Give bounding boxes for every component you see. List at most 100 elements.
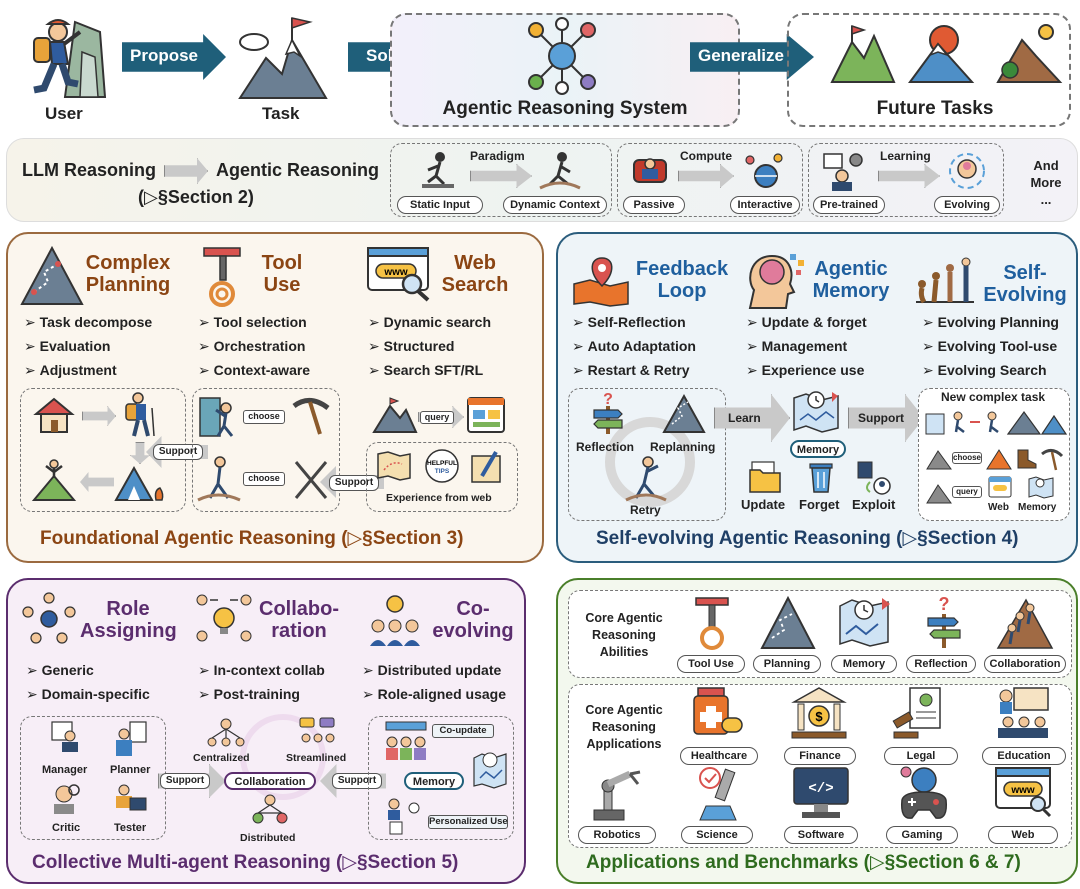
memory-title: Agentic Memory: [806, 258, 896, 302]
tool-item: Orchestration: [198, 334, 310, 358]
role-item: Generic: [26, 658, 150, 682]
ability-tooluse-pill: Tool Use: [677, 655, 745, 673]
foundational-section-title: Foundational Agentic Reasoning (▷§Sectio…: [40, 528, 464, 549]
small-memory-icon: [1028, 476, 1054, 499]
collab-title: Collabo- ration: [254, 598, 344, 642]
memory-pill: Memory: [790, 440, 846, 458]
and-more-line-1: And: [1033, 158, 1059, 173]
memory-item: Management: [746, 334, 867, 358]
web-example-box: [366, 442, 518, 512]
role-network-icon: [22, 592, 76, 644]
coevo-list: Distributed update Role-aligned usage: [362, 658, 506, 706]
learning-label: Learning: [880, 149, 931, 163]
streamlined-label: Streamlined: [286, 752, 347, 764]
query-pill: query: [420, 411, 454, 424]
new-task-scene-icon: [925, 410, 1068, 435]
tool-item: Context-aware: [198, 358, 310, 382]
feedback-item: Auto Adaptation: [572, 334, 696, 358]
agentic-reasoning-label: Agentic Reasoning: [216, 160, 380, 180]
centralized-icon: [207, 718, 245, 747]
mini-mountain-icon: [926, 450, 952, 470]
tool-item: Tool selection: [198, 310, 310, 334]
manager-label: Manager: [42, 764, 88, 776]
software-icon: </>: [793, 767, 849, 818]
task-mountain-icon: [238, 17, 328, 99]
climber-user-icon: [33, 19, 107, 98]
collaboration-pill: Collaboration: [224, 772, 316, 790]
robotics-icon: [593, 770, 641, 821]
legal-icon: [892, 687, 941, 739]
planner-label: Planner: [110, 764, 151, 776]
memory-item: Experience use: [746, 358, 867, 382]
trekker-icon: [197, 456, 241, 502]
education-icon: [998, 687, 1049, 738]
replanning-mountain-icon: [662, 393, 706, 433]
planning-title-2: Planning: [85, 274, 171, 296]
manager-icon: [51, 721, 78, 752]
web-item: Structured: [368, 334, 491, 358]
critic-label: Critic: [52, 822, 81, 834]
web-item: Dynamic search: [368, 310, 491, 334]
treadmill-icon: [422, 152, 454, 188]
coevolving-title-2: evolving: [432, 620, 514, 642]
volcano-mountain-icon: [908, 25, 975, 83]
coevolving-title-1: Co-: [456, 598, 490, 620]
retry-climber-icon: [625, 456, 667, 502]
agentic-system-box: [390, 13, 740, 127]
reflection-ability-icon: ?: [927, 594, 961, 648]
propose-arrow: Propose: [122, 34, 226, 80]
centralized-label: Centralized: [193, 752, 250, 764]
gaming-icon: [900, 766, 948, 819]
app-finance-pill: Finance: [784, 747, 856, 765]
agentic-system-title: Agentic Reasoning System: [442, 98, 688, 119]
new-task-label: New complex task: [941, 390, 1046, 404]
role-title: Role Assigning: [80, 598, 177, 642]
tester-icon: [116, 784, 147, 811]
feedback-title-2: Loop: [657, 280, 707, 302]
house-icon: [33, 397, 75, 433]
student-gear-icon: [823, 153, 863, 191]
helpful-text: HELPFUL: [427, 460, 457, 467]
web-mountain-icon: [372, 397, 418, 433]
self-item: Evolving Planning: [922, 310, 1059, 334]
experience-web-label: Experience from web: [386, 492, 492, 504]
role-list: Generic Domain-specific: [26, 658, 150, 706]
ice-axe-rope-icon: [203, 247, 241, 307]
network-icon: [528, 17, 596, 95]
role-item: Domain-specific: [26, 682, 150, 706]
app-education-pill: Education: [982, 747, 1066, 765]
app-gaming-pill: Gaming: [886, 826, 958, 844]
green-mountain-icon: [830, 24, 896, 83]
task-label: Task: [262, 104, 300, 123]
applications-line-1: Core Agentic: [585, 703, 663, 717]
self-evolving-title-2: Evolving: [983, 284, 1067, 306]
web-title-2: Search: [441, 274, 509, 296]
helpful-tips-icon: HELPFUL TIPS: [425, 449, 459, 483]
role-title-1: Role: [106, 598, 150, 620]
hiker-icon: [539, 152, 581, 190]
choose-pill-1: choose: [243, 410, 285, 424]
memory-pill-2: Memory: [404, 772, 464, 790]
svg-text:</>: </>: [808, 781, 833, 797]
app-healthcare-pill: Healthcare: [680, 747, 758, 765]
svg-text:?: ?: [603, 391, 613, 408]
abilities-line-1: Core Agentic: [585, 611, 663, 625]
user-label: User: [45, 104, 83, 123]
learn-label: Learn: [728, 411, 761, 425]
applications-label: Core Agentic Reasoning Applications: [576, 702, 672, 753]
passive-pill: Passive: [623, 196, 685, 214]
planning-item: Evaluation: [24, 334, 152, 358]
web-label-small: Web: [988, 502, 1009, 513]
support-pill-1: Support: [153, 444, 203, 460]
healthcare-icon: [693, 687, 743, 735]
self-item: Evolving Search: [922, 358, 1059, 382]
planner-icon: [116, 721, 147, 756]
coevo-item: Role-aligned usage: [362, 682, 506, 706]
forget-label: Forget: [799, 497, 840, 512]
team-watermark-icon: [240, 714, 326, 800]
folder-icon: [749, 461, 781, 493]
planning-item: Task decompose: [24, 310, 153, 334]
section2-label: (▷§Section 2): [138, 187, 254, 207]
app-robotics-pill: Robotics: [578, 826, 656, 844]
tool-title-1: Tool: [261, 252, 303, 274]
